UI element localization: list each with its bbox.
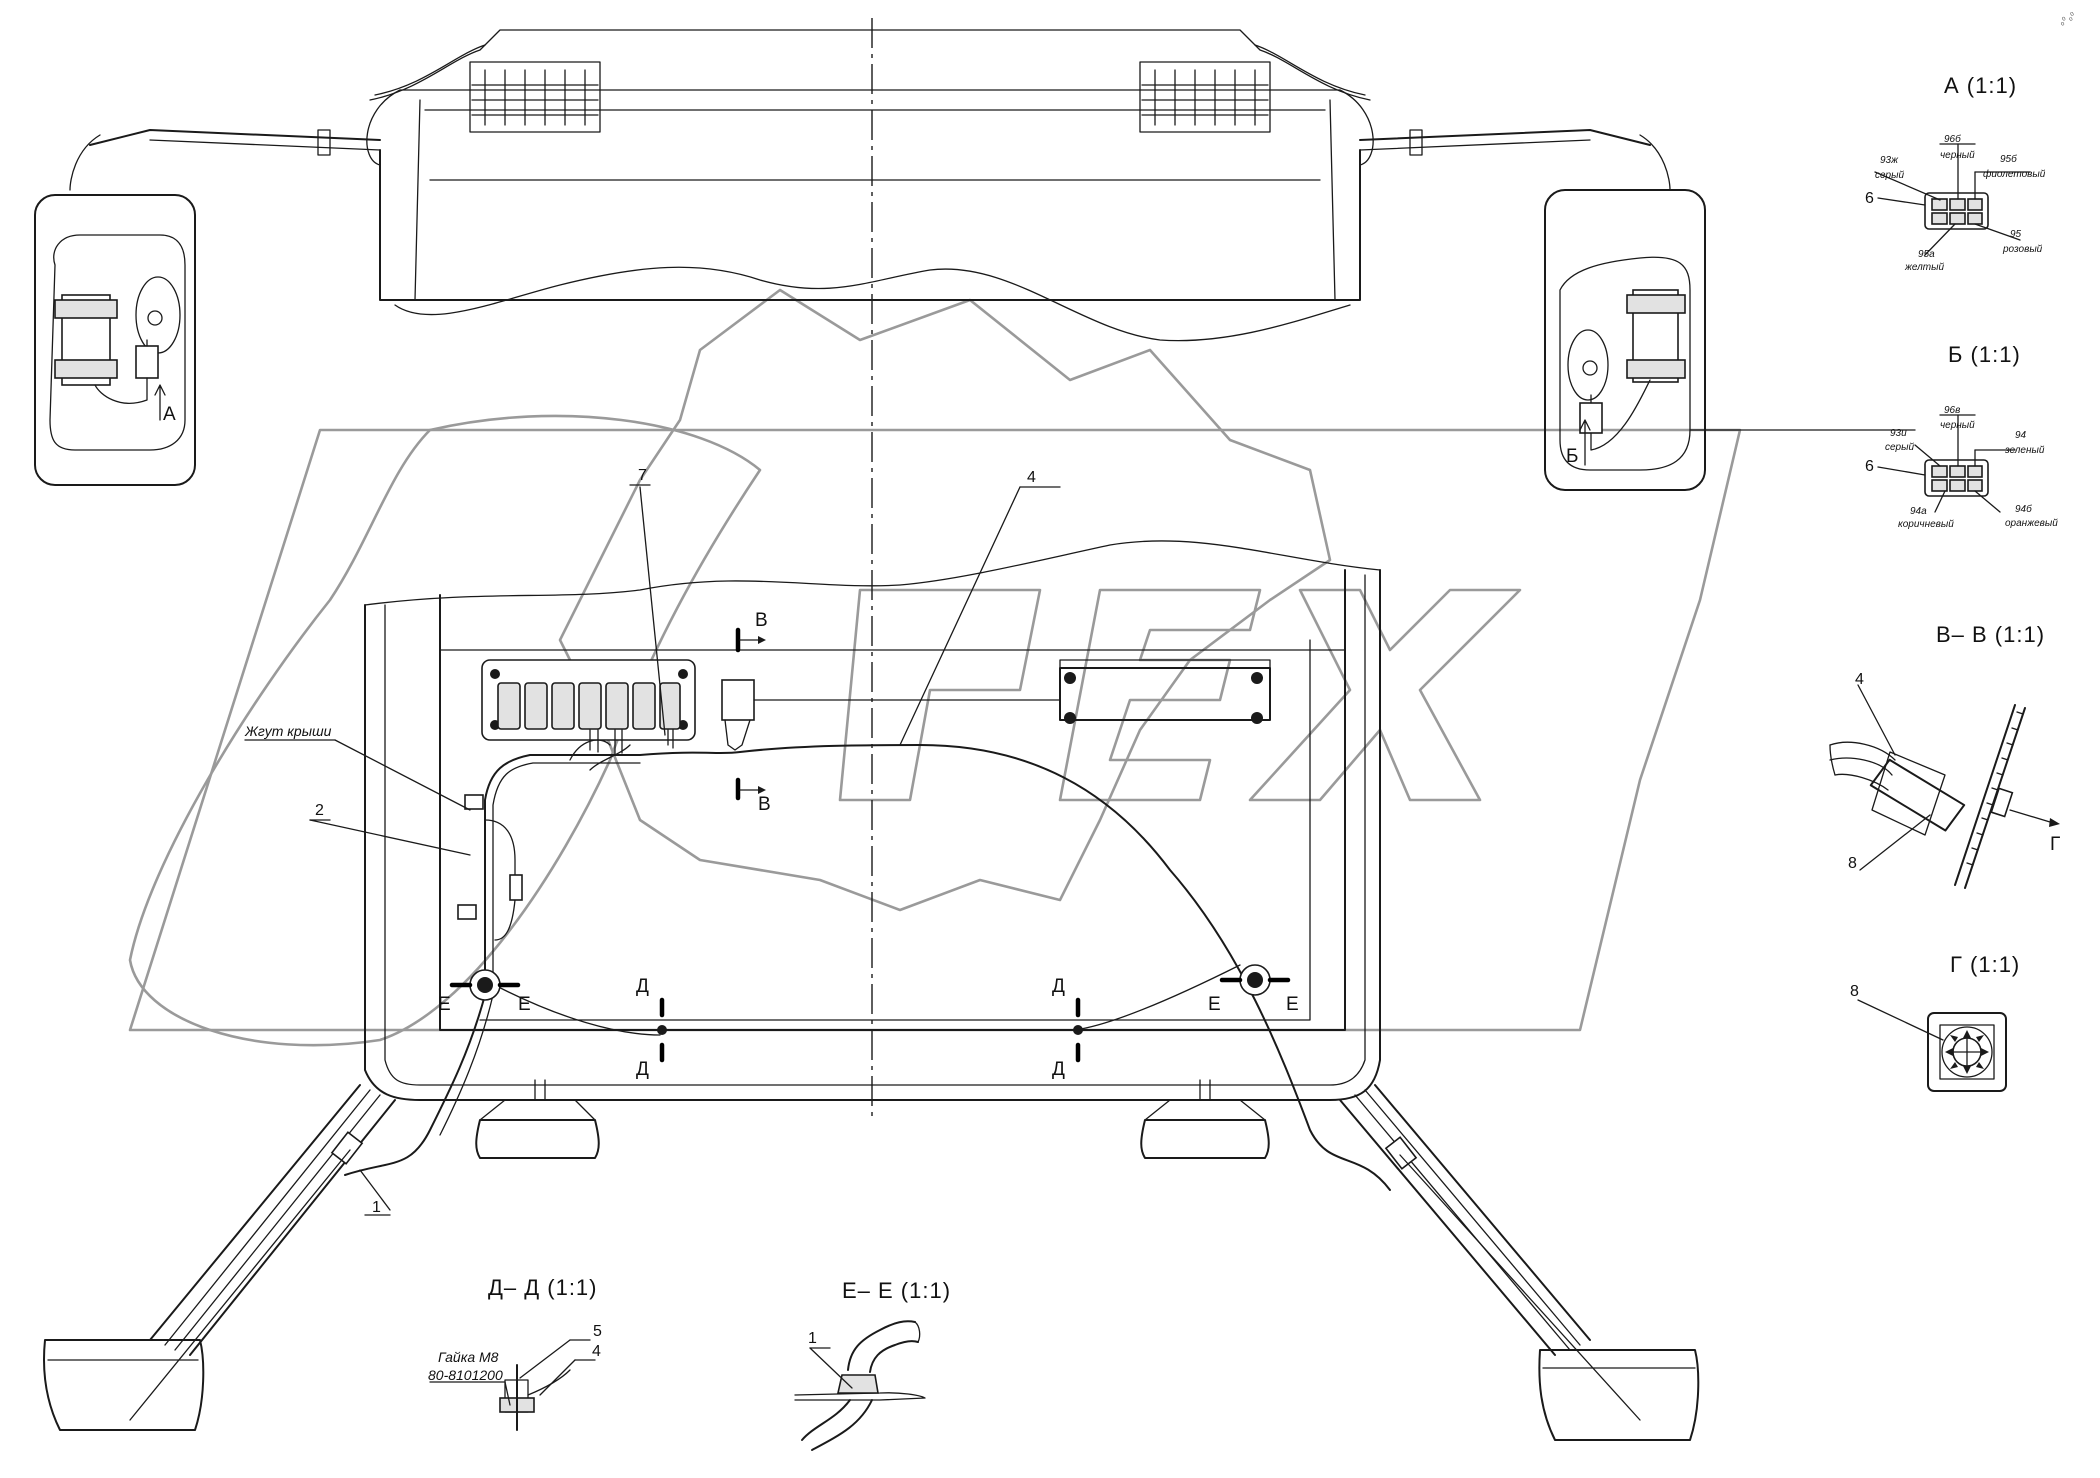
ee-pos: 1	[808, 1330, 817, 1347]
b-w1-code: 96в	[1944, 405, 1960, 416]
dd-pos-side: 4	[592, 1343, 601, 1360]
cut-markers: Д Д Д Д Е Е Е Е	[438, 976, 1299, 1080]
watermark-logo	[128, 288, 1742, 1047]
section-dd: Д– Д (1:1) 5 4 Гайка М8 80-8101200	[428, 1275, 602, 1431]
section-vv: В– В (1:1) Г 4 8	[1829, 622, 2060, 889]
b-w5-color: оранжевый	[2005, 518, 2058, 529]
g-pos: 8	[1850, 983, 1859, 1000]
view-a-pos: 6	[1865, 190, 1874, 207]
view-b: Б (1:1) 6 96в черный 94 зеленый 93и серы…	[1865, 342, 2058, 530]
view-dd-title: Д– Д (1:1)	[488, 1275, 598, 1300]
right-mirror: Б	[1544, 189, 1706, 491]
view-a: А (1:1) 6 96б черный 95б фиолетовый 93ж …	[1865, 73, 2046, 273]
view-g-title: Г (1:1)	[1950, 952, 2020, 977]
b-w2-color: зеленый	[2004, 445, 2045, 456]
a-w3-color: серый	[1875, 170, 1904, 181]
b-w5-code: 94б	[2015, 503, 2032, 515]
callouts: Жгут крыши 2 7 4 1	[244, 467, 1061, 1216]
view-b-title: Б (1:1)	[1948, 342, 2021, 367]
cut-e-left-1: Е	[438, 994, 451, 1015]
b-w2-code: 94	[2015, 430, 2027, 441]
dd-nut-label: Гайка М8	[438, 1349, 499, 1365]
a-w2-code: 95б	[2000, 153, 2017, 165]
cut-d-right-top: Д	[1052, 976, 1065, 997]
section-ee: Е– Е (1:1) 1	[794, 1278, 951, 1451]
b-w3-color: серый	[1885, 442, 1914, 453]
cut-v-bottom-label: В	[758, 794, 771, 815]
a-w4-code: 95	[2010, 229, 2022, 240]
dd-nut-code: 80-8101200	[428, 1367, 503, 1383]
a-w2-color: фиолетовый	[1983, 168, 2046, 180]
vv-pos-top: 4	[1855, 671, 1864, 688]
view-vv-title: В– В (1:1)	[1936, 622, 2045, 647]
cut-d-left-bottom: Д	[636, 1059, 649, 1080]
a-w1-code: 96б	[1944, 133, 1961, 145]
cut-d-right-bottom: Д	[1052, 1059, 1065, 1080]
b-w4-color: коричневый	[1898, 519, 1954, 530]
a-w5-color: желтый	[1904, 262, 1944, 273]
callout-7: 7	[638, 467, 647, 484]
vv-pos-bottom: 8	[1848, 855, 1857, 872]
callout-roof-harness: Жгут крыши	[244, 723, 332, 739]
view-ee-title: Е– Е (1:1)	[842, 1278, 951, 1303]
cut-e-left-2: Е	[518, 994, 531, 1015]
b-w3-code: 93и	[1890, 428, 1907, 439]
switch-panel	[481, 659, 696, 771]
cut-e-right-2: Е	[1286, 994, 1299, 1015]
view-g: Г (1:1) 8	[1850, 952, 2020, 1092]
a-w3-code: 93ж	[1880, 155, 1899, 166]
cut-d-left-top: Д	[636, 976, 649, 997]
a-w1-color: черный	[1940, 150, 1975, 161]
a-w5-code: 95а	[1918, 249, 1935, 260]
ceiling-lamp	[1059, 659, 1271, 724]
harness-routing	[344, 744, 1391, 1191]
arrow-a-label: А	[163, 404, 176, 425]
lower-mirror-arms	[42, 1084, 1700, 1441]
b-w4-code: 94а	[1910, 506, 1927, 517]
left-mirror: А	[34, 194, 196, 486]
view-a-title: А (1:1)	[1944, 73, 2017, 98]
cut-v-top-label: В	[755, 610, 768, 631]
arrow-b-label: Б	[1566, 446, 1578, 467]
roof-view	[69, 29, 1671, 342]
callout-1: 1	[372, 1199, 381, 1216]
b-w1-color: черный	[1940, 420, 1975, 431]
roof-lamps-bottom	[475, 1079, 1270, 1159]
a-w4-color: розовый	[2002, 244, 2043, 255]
dd-pos-top: 5	[593, 1323, 602, 1340]
cut-e-right-1: Е	[1208, 994, 1221, 1015]
vv-arrow-g: Г	[2050, 834, 2060, 855]
roof-connector: В В	[721, 610, 1061, 815]
callout-4: 4	[1027, 469, 1036, 486]
corner-code: ₒ⁰ ₒ⁰	[2058, 10, 2078, 27]
view-b-pos: 6	[1865, 458, 1874, 475]
cab-front-view	[364, 540, 1381, 1101]
callout-2: 2	[315, 802, 324, 819]
